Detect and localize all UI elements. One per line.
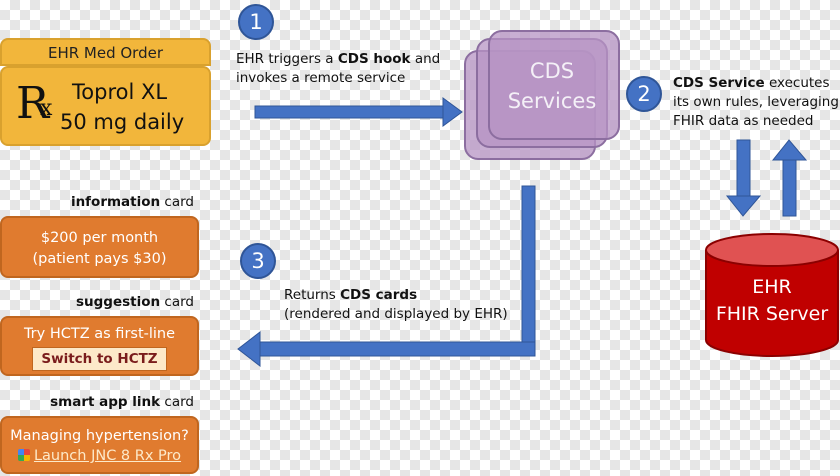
step-2-line2: its own rules, leveraging — [673, 94, 839, 110]
response-up-arrow — [771, 139, 808, 217]
step-3-text-pre: Returns — [284, 287, 341, 303]
drug-name: Toprol XL — [72, 80, 168, 104]
suggestion-card-type-rest: card — [160, 294, 194, 310]
suggestion-card-type: suggestion card — [0, 294, 194, 310]
information-card-line1: $200 per month — [40, 230, 159, 246]
step-1-circle: 1 — [238, 4, 274, 40]
step-2-circle: 2 — [626, 76, 662, 112]
cds-service-card-front — [488, 30, 620, 140]
rx-icon: R — [16, 78, 50, 129]
rx-icon-subscript: x — [40, 96, 53, 121]
return-arrow — [237, 185, 536, 368]
fhir-server-line1: EHR — [752, 276, 792, 298]
smart-app-icon — [17, 449, 30, 461]
launch-link-row: Launch JNC 8 Rx Pro — [2, 446, 197, 466]
trigger-arrow — [254, 97, 463, 127]
cds-services-line1: CDS — [529, 59, 575, 83]
step-2-note: CDS Service executes its own rules, leve… — [673, 74, 839, 131]
step-3-line2: (rendered and displayed by EHR) — [284, 306, 508, 322]
med-order-title: EHR Med Order — [0, 38, 211, 66]
information-card-type-bold: information — [70, 194, 161, 210]
step-3-circle: 3 — [240, 243, 276, 279]
step-1-text-pre: EHR triggers a — [236, 51, 338, 67]
switch-to-hctz-button[interactable]: Switch to HCTZ — [32, 347, 167, 371]
cds-services-line2: Services — [507, 89, 597, 113]
cds-services-label: CDS Services — [490, 56, 614, 116]
smart-app-link-card: Managing hypertension? Launch JNC 8 Rx P… — [0, 416, 199, 474]
smart-app-link-card-type: smart app link card — [0, 394, 194, 410]
step-2-text-bold: CDS Service — [673, 75, 765, 91]
step-1-line2: invokes a remote service — [236, 70, 406, 86]
smart-app-link-card-type-rest: card — [160, 394, 194, 410]
smart-app-link-card-line1: Managing hypertension? — [10, 428, 189, 444]
launch-app-link[interactable]: Launch JNC 8 Rx Pro — [33, 448, 182, 464]
query-down-arrow — [725, 139, 762, 217]
step-1-text-post: and — [410, 51, 441, 67]
information-card-line2: (patient pays $30) — [32, 251, 167, 267]
information-card-type: information card — [0, 194, 194, 210]
fhir-server-label: EHR FHIR Server — [706, 274, 838, 328]
step-3-note: Returns CDS cards (rendered and displaye… — [284, 286, 508, 324]
step-2-line3: FHIR data as needed — [673, 113, 814, 129]
step-2-text-post: executes — [764, 75, 830, 91]
smart-app-link-card-type-bold: smart app link — [50, 394, 161, 410]
suggestion-card-type-bold: suggestion — [75, 294, 161, 310]
step-1-note: EHR triggers a CDS hook and invokes a re… — [236, 50, 440, 88]
step-3-text-bold: CDS cards — [340, 287, 418, 303]
information-card-type-rest: card — [160, 194, 194, 210]
fhir-server-cylinder — [705, 233, 839, 357]
med-order-box — [0, 66, 211, 146]
suggestion-card: Try HCTZ as first-line Switch to HCTZ — [0, 316, 199, 376]
information-card: $200 per month (patient pays $30) — [0, 216, 199, 278]
step-1-text-bold: CDS hook — [337, 51, 411, 67]
suggestion-card-line1: Try HCTZ as first-line — [23, 326, 176, 342]
fhir-server-line2: FHIR Server — [715, 303, 829, 325]
drug-dose: 50 mg daily — [60, 110, 185, 134]
